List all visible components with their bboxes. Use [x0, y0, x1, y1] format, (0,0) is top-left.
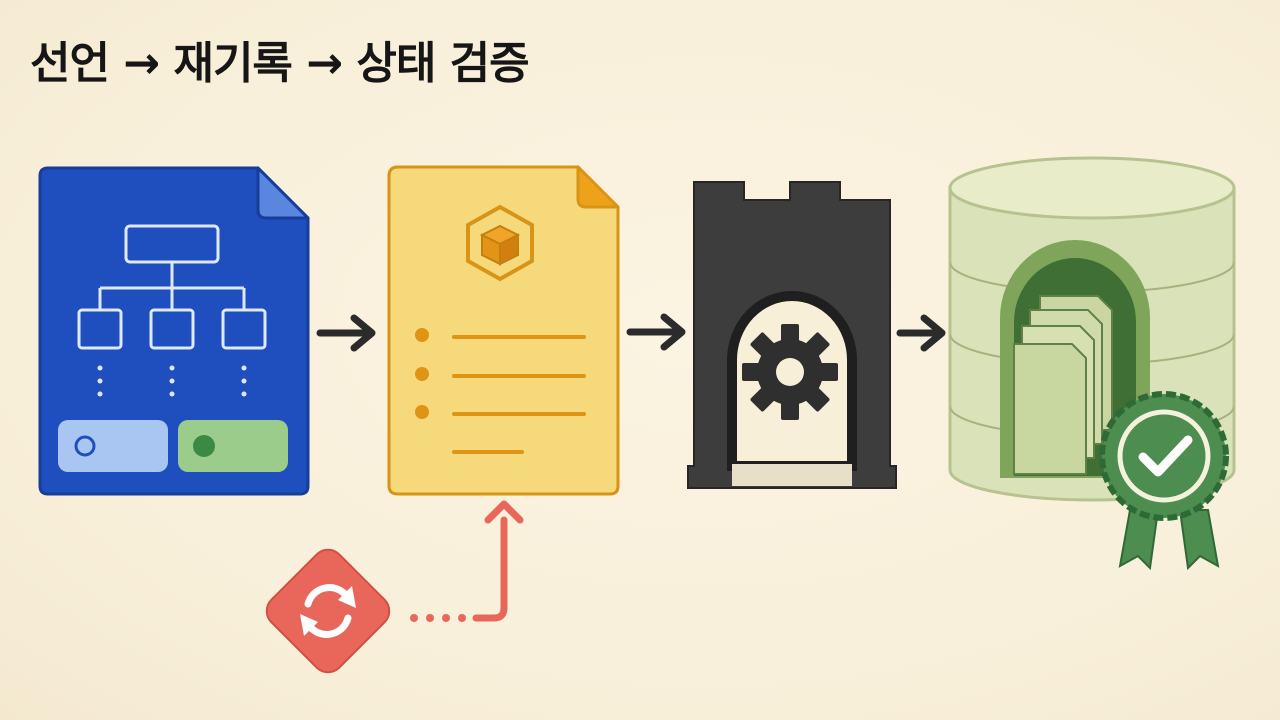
- arrow-right-icon: [626, 313, 686, 351]
- gate-icon: [687, 181, 897, 489]
- arrow-right-icon: [896, 314, 946, 352]
- stacked-documents-icon: [1013, 295, 1113, 475]
- refresh-cycle-icon: [265, 548, 391, 674]
- reconcile-feedback-arrow: [410, 500, 524, 622]
- hierarchy-diagram-icon: [77, 224, 267, 350]
- rewrite-document-icon: [387, 165, 620, 496]
- declaration-document-icon: [38, 166, 310, 496]
- toggle-off-pill: [58, 420, 168, 472]
- package-cube-icon: [466, 204, 534, 282]
- toggle-on-pill: [178, 420, 288, 472]
- page-title: 선언 → 재기록 → 상태 검증: [30, 38, 530, 89]
- check-ribbon-badge-icon: [1099, 391, 1229, 571]
- state-store-icon: [948, 156, 1236, 571]
- gear-icon: [742, 324, 838, 420]
- arrow-right-icon: [316, 314, 376, 352]
